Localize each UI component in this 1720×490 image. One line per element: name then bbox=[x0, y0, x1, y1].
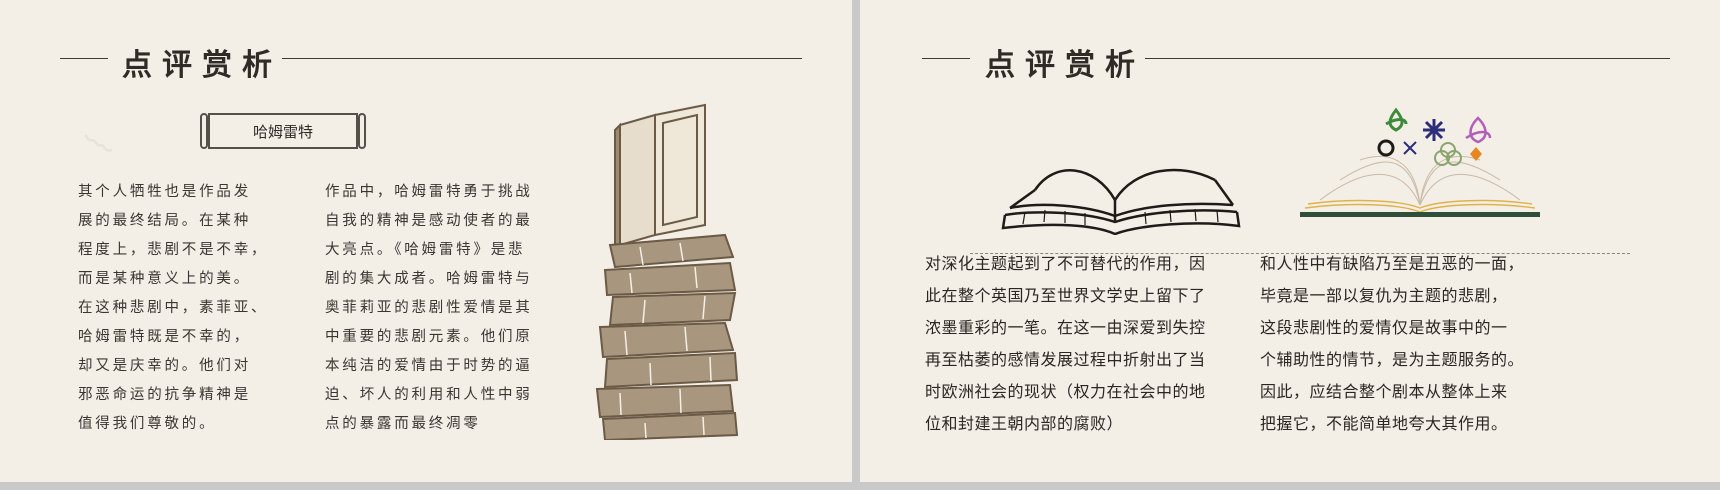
title-row: 点评赏析 bbox=[860, 38, 1720, 83]
text-line: 哈姆雷特既是不幸的， bbox=[78, 329, 251, 345]
text-line: 大亮点。《哈姆雷特》是悲 bbox=[325, 242, 526, 258]
text-line: 奥菲莉亚的悲剧性爱情是其 bbox=[325, 300, 533, 316]
title-line-left bbox=[922, 58, 970, 59]
left-text-column-1: 其个人牺牲也是作品发 展的最终结局。在某种 程度上，悲剧不是不幸， 而是某种意义… bbox=[78, 178, 268, 439]
book-stack-illustration bbox=[595, 103, 739, 440]
text-line: 这段悲剧性的爱情仅是故事中的一 bbox=[1260, 318, 1508, 337]
dashed-divider bbox=[970, 253, 1630, 254]
slide-title: 点评赏析 bbox=[985, 48, 1145, 83]
open-book-illustration bbox=[1001, 168, 1241, 235]
text-line: 再至枯萎的感情发展过程中折射出了当 bbox=[925, 350, 1206, 369]
text-line: 和人性中有缺陷乃至是丑恶的一面， bbox=[1260, 254, 1525, 273]
text-line: 而是某种意义上的美。 bbox=[78, 271, 251, 287]
text-line: 作品中，哈姆雷特勇于挑战 bbox=[325, 184, 533, 200]
right-text-column-2: 和人性中有缺陷乃至是丑恶的一面， 毕竟是一部以复仇为主题的悲剧， 这段悲剧性的爱… bbox=[1260, 248, 1524, 440]
text-line: 因此，应结合整个剧本从整体上来 bbox=[1260, 382, 1508, 401]
text-line: 迫、坏人的利用和人性中弱 bbox=[325, 387, 533, 403]
title-row: 点评赏析 bbox=[0, 38, 852, 83]
magic-book-illustration bbox=[1300, 107, 1540, 217]
text-line: 把握它，不能简单地夸大其作用。 bbox=[1260, 414, 1508, 433]
text-line: 在这种悲剧中，素菲亚、 bbox=[78, 300, 269, 316]
text-line: 却又是庆幸的。他们对 bbox=[78, 358, 251, 374]
text-line: 其个人牺牲也是作品发 bbox=[78, 184, 251, 200]
text-line: 时欧洲社会的现状（权力在社会中的地 bbox=[925, 382, 1206, 401]
title-line-right bbox=[1145, 58, 1670, 59]
left-text-column-2: 作品中，哈姆雷特勇于挑战 自我的精神是感动使者的最 大亮点。《哈姆雷特》是悲 剧… bbox=[325, 178, 533, 439]
text-line: 对深化主题起到了不可替代的作用，因 bbox=[925, 254, 1206, 273]
text-line: 值得我们尊敬的。 bbox=[78, 416, 217, 432]
text-line: 浓墨重彩的一笔。在这一由深爱到失控 bbox=[925, 318, 1206, 337]
text-line: 展的最终结局。在某种 bbox=[78, 213, 251, 229]
text-line: 位和封建王朝内部的腐败） bbox=[925, 414, 1124, 433]
text-line: 邪恶命运的抗争精神是 bbox=[78, 387, 251, 403]
slide-title: 点评赏析 bbox=[122, 48, 282, 83]
slide-left: 点评赏析 哈姆雷特 其个人牺牲也是作品发 展的最终结局。在某种 程度上，悲剧不是… bbox=[0, 0, 852, 482]
title-line-right bbox=[282, 58, 802, 59]
text-line: 程度上，悲剧不是不幸， bbox=[78, 242, 269, 258]
scroll-label: 哈姆雷特 bbox=[200, 113, 366, 149]
text-line: 此在整个英国乃至世界文学史上留下了 bbox=[925, 286, 1206, 305]
scroll-label-text: 哈姆雷特 bbox=[252, 122, 313, 141]
text-line: 点的暴露而最终凋零 bbox=[325, 416, 481, 432]
text-line: 个辅助性的情节，是为主题服务的。 bbox=[1260, 350, 1525, 369]
text-line: 自我的精神是感动使者的最 bbox=[325, 213, 533, 229]
right-text-column-1: 对深化主题起到了不可替代的作用，因 此在整个英国乃至世界文学史上留下了 浓墨重彩… bbox=[925, 248, 1206, 440]
text-line: 毕竟是一部以复仇为主题的悲剧， bbox=[1260, 286, 1508, 305]
text-line: 本纯洁的爱情由于时势的逼 bbox=[325, 358, 533, 374]
text-line: 中重要的悲剧元素。他们原 bbox=[325, 329, 533, 345]
slide-right: 点评赏析 bbox=[860, 0, 1720, 482]
watermark: ﹏ bbox=[81, 112, 125, 158]
title-line-left bbox=[60, 58, 108, 59]
text-line: 剧的集大成者。哈姆雷特与 bbox=[325, 271, 533, 287]
